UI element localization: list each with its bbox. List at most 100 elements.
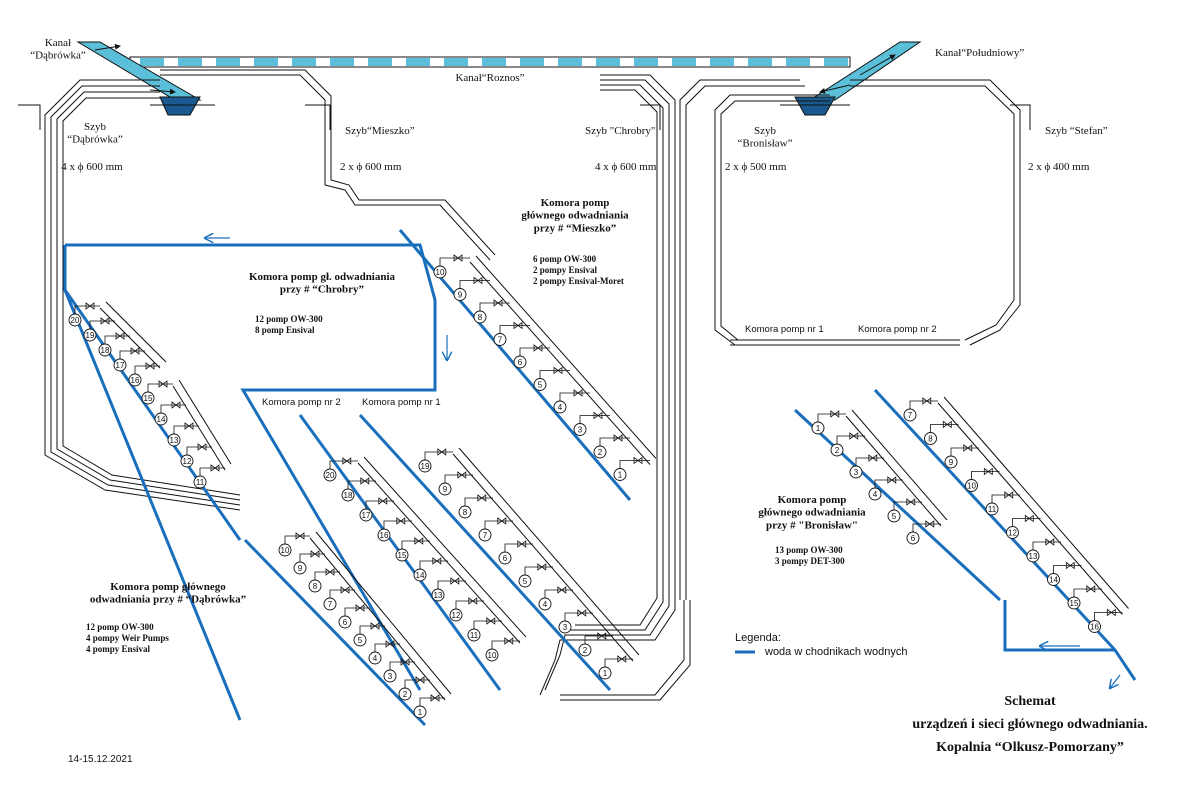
pump-number: 13 [434, 591, 443, 600]
pump-number: 7 [908, 411, 913, 420]
pump-number: 12 [183, 457, 192, 466]
pump-icon [538, 597, 552, 611]
footer-title-1: Schemat [1004, 694, 1056, 709]
pump-number: 9 [443, 485, 448, 494]
pump-icon [1006, 526, 1019, 539]
canal-roznos-label: Kanał“Roznos” [455, 72, 524, 84]
pump-number: 10 [488, 651, 497, 660]
pump-icon [1047, 573, 1060, 586]
pump-number: 3 [388, 672, 393, 681]
pump-icon [98, 343, 112, 357]
canal-dabrowka-label: Kanał“Dąbrówka” [30, 37, 86, 62]
pump-number: 4 [873, 490, 878, 499]
pump-number: 2 [583, 646, 588, 655]
pump-icon [83, 328, 97, 342]
pump-icon [323, 597, 337, 611]
pump-number: 3 [854, 468, 859, 477]
pump-icon [887, 509, 901, 523]
pump-icon [613, 468, 627, 481]
pump-icon [438, 482, 452, 496]
pump-icon [467, 628, 481, 642]
pump-number: 11 [470, 631, 479, 640]
pipelines [44, 69, 1021, 701]
pump-number: 4 [543, 600, 548, 609]
pump-number: 10 [436, 268, 445, 277]
pump-number: 1 [418, 708, 423, 717]
pump-icon [811, 421, 825, 435]
pump-icon [924, 432, 937, 445]
pump-number: 5 [523, 577, 528, 586]
pump-number: 2 [598, 448, 603, 457]
pump-icon [353, 633, 367, 647]
pump-icon [278, 543, 292, 557]
legend-water-label: woda w chodnikach wodnych [764, 646, 907, 658]
pump-icon [180, 454, 194, 468]
pump-number: 13 [170, 436, 179, 445]
pump-number: 3 [563, 623, 568, 632]
chamber-chrobry-pump-1: 8 pomp Ensival [255, 325, 315, 335]
pump-number: 15 [398, 551, 407, 560]
pump-number: 10 [967, 482, 976, 491]
pump-icon [598, 666, 612, 680]
shaft-dabrowka-name: Szyb“Dąbrówka” [67, 121, 123, 146]
canal-dabrowka [76, 41, 202, 116]
pump-icon [985, 502, 999, 516]
pump-icon [68, 313, 82, 327]
shaft-chrobry-pipes: 4 x ϕ 600 mm [595, 161, 657, 173]
chamber-bronislaw-pump-0: 13 pomp OW-300 [775, 545, 843, 555]
pump-icon [868, 487, 882, 501]
pump-icon [944, 455, 958, 469]
footer-date: 14-15.12.2021 [68, 754, 133, 765]
pump-icon [368, 651, 382, 665]
pump-number: 6 [911, 534, 916, 543]
pump-icon [359, 508, 373, 522]
ground-markers [18, 104, 1031, 130]
pump-icon [383, 669, 397, 683]
shaft-stefan-name: Szyb “Stefan” [1045, 125, 1108, 137]
pump-icon [965, 479, 978, 492]
pump-number: 8 [928, 435, 933, 444]
shaft-mieszko-pipes: 2 x ϕ 600 mm [340, 161, 402, 173]
pump-icon [398, 687, 412, 701]
shaft-mieszko-name: Szyb“Mieszko” [345, 125, 415, 137]
chamber-mieszko-pump-0: 6 pomp OW-300 [533, 254, 597, 264]
pump-number: 1 [618, 471, 623, 480]
pump-number: 9 [949, 458, 954, 467]
pump-icon [849, 465, 863, 479]
pump-number: 13 [1029, 552, 1038, 561]
pump-icon [141, 391, 155, 405]
chamber-mieszko-pumps: 6 pomp OW-300 2 pompy Ensival 2 pompy En… [533, 254, 624, 286]
pump-icon [395, 548, 409, 562]
pump-number: 1 [816, 424, 821, 433]
canal-poludniowy-label: Kanał“Południowy” [935, 47, 1024, 59]
pump-icon [433, 265, 447, 279]
chamber-bronislaw-sub-nr1: Komora pomp nr 1 [745, 324, 824, 335]
pump-number: 15 [144, 394, 153, 403]
pump-icon [493, 333, 507, 346]
water-channels [63, 229, 1137, 727]
pump-number: 1 [603, 669, 608, 678]
pump-number: 12 [452, 611, 461, 620]
pump-icon [377, 528, 391, 542]
pump-number: 11 [196, 478, 205, 487]
pump-icon [478, 528, 492, 542]
pump-number: 14 [1049, 576, 1058, 585]
chamber-bronislaw-pump-1: 3 pompy DET-300 [775, 556, 845, 566]
canal-roznos [129, 56, 851, 68]
pump-icon [498, 551, 512, 565]
pump-number: 9 [298, 564, 303, 573]
pump-icon [473, 310, 487, 324]
pump-groups: 1098765432120191817161514131211109876543… [68, 254, 1129, 719]
pump-icon [533, 378, 547, 391]
pump-icon [513, 355, 527, 369]
pump-icon [903, 408, 917, 422]
pump-number: 8 [313, 582, 318, 591]
